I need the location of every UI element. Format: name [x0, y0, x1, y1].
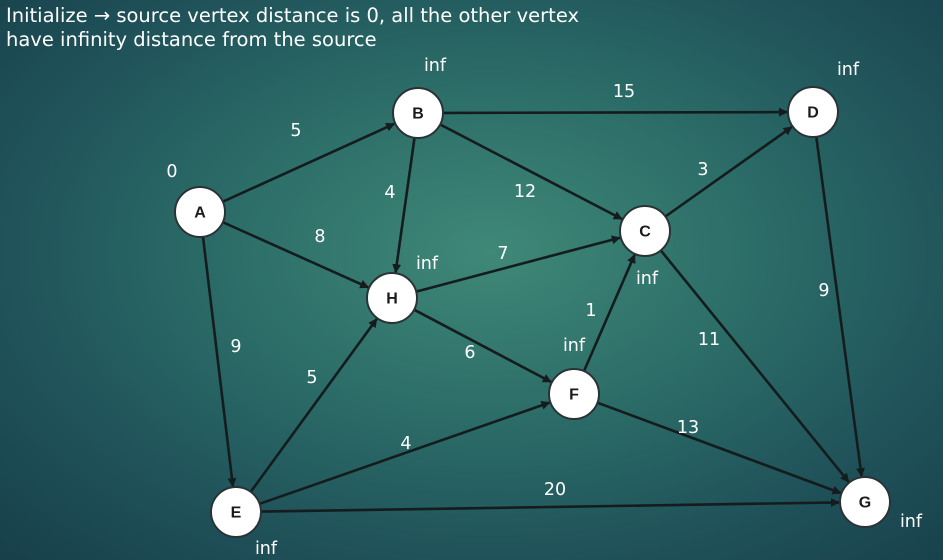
edge-f-c [582, 253, 636, 372]
edge-weight-e-g: 20 [544, 480, 566, 500]
edge-d-g [815, 136, 865, 478]
node-circle-d [787, 86, 839, 138]
node-c: C [619, 205, 671, 257]
edge-e-g [260, 498, 840, 513]
edge-f-g [596, 401, 842, 495]
edges-layer [201, 107, 865, 513]
distance-label-d: inf [837, 60, 860, 80]
edge-weight-c-g: 11 [698, 330, 720, 350]
edge-weight-h-c: 7 [497, 244, 508, 264]
node-label-h: H [386, 291, 398, 308]
distance-label-g: inf [900, 512, 923, 532]
node-h: H [366, 272, 418, 324]
edge-weight-b-d: 15 [613, 82, 635, 102]
edge-b-d [442, 107, 788, 117]
nodes-layer: A B C D E F G H [174, 86, 891, 538]
node-label-d: D [807, 105, 819, 122]
edge-weight-e-f: 4 [400, 434, 411, 454]
edge-h-f [413, 308, 552, 384]
node-label-b: B [412, 106, 424, 123]
edge-e-f [259, 401, 551, 506]
node-b: B [392, 87, 444, 139]
node-e: E [210, 486, 262, 538]
node-label-f: F [569, 387, 579, 404]
slide-title: Initialize → source vertex distance is 0… [6, 4, 726, 52]
node-circle-h [366, 272, 418, 324]
distance-label-b: inf [424, 56, 447, 76]
distance-label-f: inf [563, 336, 586, 356]
edge-a-h [222, 221, 370, 289]
distance-label-c: inf [636, 269, 659, 289]
node-circle-b [392, 87, 444, 139]
edge-weight-b-h: 4 [384, 183, 395, 203]
node-label-e: E [231, 505, 242, 522]
edge-weight-e-h: 5 [306, 368, 317, 388]
edge-h-c [415, 235, 621, 293]
slide-title-line-1: Initialize → source vertex distance is 0… [6, 4, 580, 27]
edge-c-d [664, 125, 793, 218]
node-circle-e [210, 486, 262, 538]
edge-weight-a-h: 8 [314, 227, 325, 247]
edge-weight-b-c: 12 [514, 182, 536, 202]
edge-a-e [201, 236, 237, 488]
node-d: D [787, 86, 839, 138]
edge-weight-h-f: 6 [464, 343, 475, 363]
distance-label-h: inf [416, 254, 439, 274]
node-label-g: G [859, 495, 871, 512]
edge-weight-a-e: 9 [230, 337, 241, 357]
distance-label-e: inf [255, 539, 278, 559]
edge-weight-c-d: 3 [697, 160, 708, 180]
edge-weight-a-b: 5 [290, 121, 301, 141]
node-g: G [839, 476, 891, 528]
edge-e-h [249, 318, 378, 493]
node-f: F [548, 368, 600, 420]
edge-weight-f-c: 1 [585, 301, 596, 321]
distance-labels-layer: 0 inf inf inf inf inf inf inf [166, 56, 922, 559]
node-circle-f [548, 368, 600, 420]
node-circle-g [839, 476, 891, 528]
node-circle-a [174, 186, 226, 238]
edge-b-c [439, 123, 623, 221]
slide-title-line-2: have infinity distance from the source [6, 28, 377, 51]
node-label-a: A [194, 205, 206, 222]
edge-a-b [222, 122, 396, 203]
edge-weight-d-g: 9 [818, 281, 829, 301]
node-circle-c [619, 205, 671, 257]
edge-weight-f-g: 13 [677, 418, 699, 438]
node-a: A [174, 186, 226, 238]
node-label-c: C [639, 224, 651, 241]
edge-c-g [659, 249, 850, 483]
edge-weights-layer: 5 8 9 15 4 12 3 11 9 7 6 1 13 5 4 20 [230, 82, 829, 500]
edge-b-h [392, 137, 416, 274]
distance-label-a: 0 [166, 162, 177, 182]
